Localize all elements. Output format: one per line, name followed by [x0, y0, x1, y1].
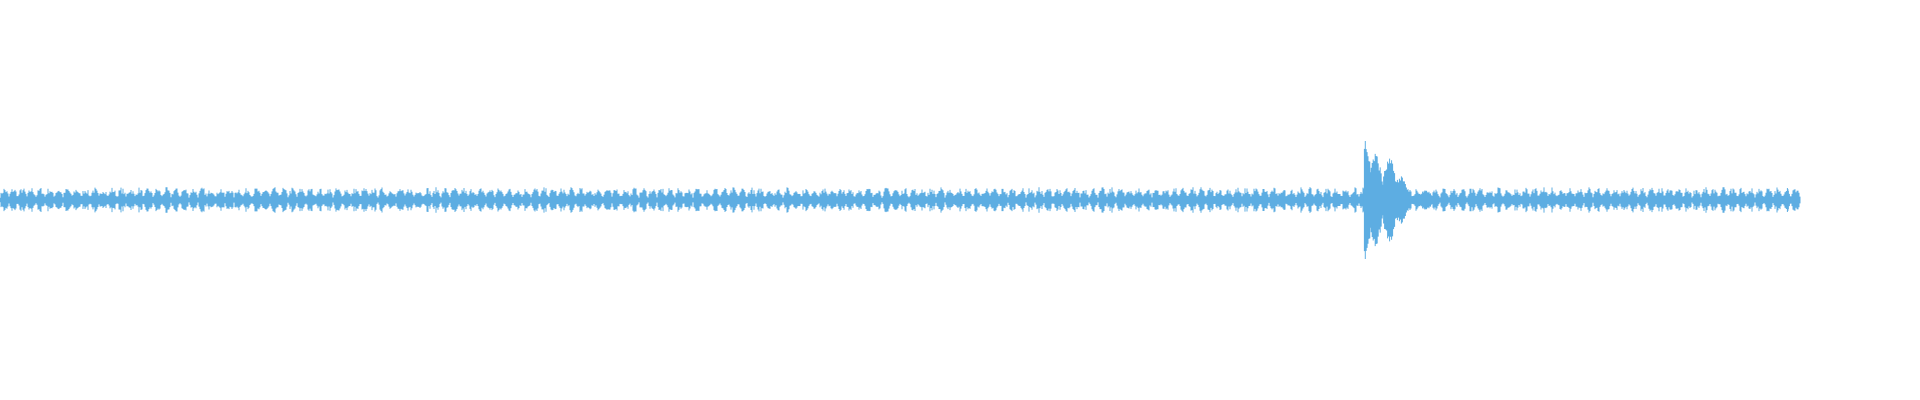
waveform-event-burst	[1363, 141, 1791, 259]
waveform-envelope	[0, 187, 1801, 213]
